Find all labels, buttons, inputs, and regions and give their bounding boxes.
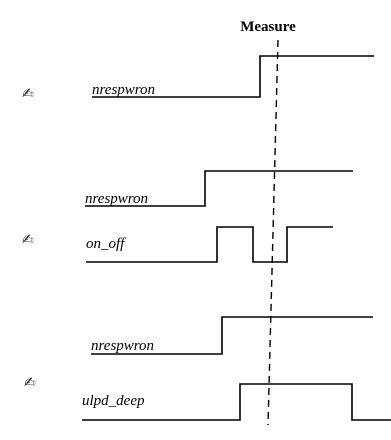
measure-line (267, 39, 279, 426)
signal-nrespwron-3: nrespwron (91, 316, 373, 355)
signal-label: on_off (86, 236, 126, 252)
waveform (85, 170, 353, 207)
waveform (91, 316, 373, 355)
measure-label: Measure (240, 19, 296, 35)
signal-label: ulpd_deep (82, 393, 145, 409)
pen-annotation-icon: ✍ (24, 375, 36, 391)
signal-ulpd-deep: ✍ ulpd_deep (24, 375, 391, 421)
pen-annotation-icon: ✍ (22, 232, 34, 248)
signal-label: nrespwron (85, 191, 148, 207)
waveform (92, 55, 374, 98)
signal-label: nrespwron (91, 338, 154, 354)
signal-nrespwron-2: nrespwron (85, 170, 353, 207)
signal-label: nrespwron (92, 82, 155, 98)
signal-on-off: ✍ on_off (22, 226, 333, 263)
signal-nrespwron-1: ✍ nrespwron (22, 55, 374, 102)
pen-annotation-icon: ✍ (22, 86, 34, 102)
waveform (82, 383, 391, 421)
waveform (86, 226, 333, 263)
